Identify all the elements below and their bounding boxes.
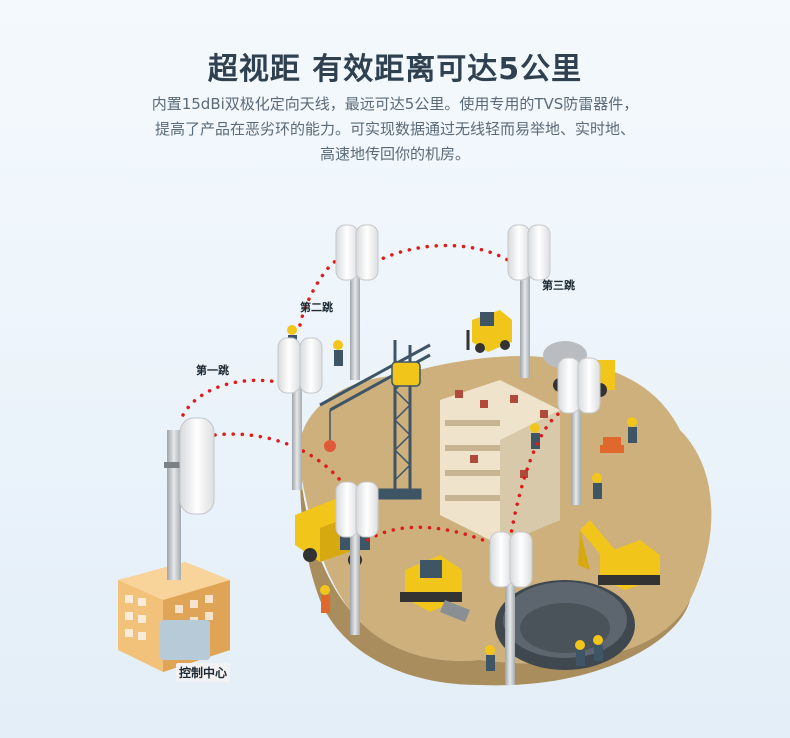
cpe-pole-hop-3 bbox=[507, 224, 551, 378]
pole-icon bbox=[505, 550, 515, 685]
outdoor-cpe-icon bbox=[335, 481, 359, 538]
pole-icon bbox=[350, 240, 360, 380]
pole-icon bbox=[520, 240, 530, 378]
link-hop-1a bbox=[181, 378, 285, 417]
outdoor-cpe-icon bbox=[509, 531, 533, 588]
crane-cab-icon bbox=[391, 361, 421, 387]
cpe-pole-site-a bbox=[335, 481, 379, 635]
outdoor-cpe-icon bbox=[557, 357, 581, 414]
cpe-pole-site-b bbox=[489, 531, 533, 685]
description-line-1: 内置15dBi双极化定向天线，最远可达5公里。使用专用的TVS防雷器件， bbox=[151, 95, 639, 113]
pole-icon bbox=[571, 370, 581, 505]
outdoor-cpe-icon bbox=[179, 417, 215, 515]
brick-pile-icon bbox=[600, 437, 624, 453]
pole-icon bbox=[350, 500, 360, 635]
excavator-icon bbox=[578, 520, 660, 590]
outdoor-cpe-icon bbox=[355, 224, 379, 281]
pole-icon bbox=[292, 350, 302, 490]
hop-label-3: 第三跳 bbox=[542, 279, 575, 292]
outdoor-cpe-icon bbox=[527, 224, 551, 281]
link-hop-2b bbox=[373, 243, 517, 267]
wireless-link-paths bbox=[181, 243, 567, 547]
outdoor-cpe-icon bbox=[277, 337, 301, 394]
cpe-pole-site-c bbox=[557, 357, 601, 505]
description-line-2: 提高了产品在恶劣环的能力。可实现数据通过无线轻而易举地、实时地、 bbox=[154, 120, 635, 138]
outdoor-cpe-icon bbox=[577, 357, 601, 414]
building-under-construction-icon bbox=[440, 380, 560, 545]
hop-label-2: 第二跳 bbox=[300, 301, 333, 314]
control-center-building-icon bbox=[118, 562, 230, 672]
description: 内置15dBi双极化定向天线，最远可达5公里。使用专用的TVS防雷器件， 提高了… bbox=[95, 92, 695, 167]
hop-label-1: 第一跳 bbox=[196, 364, 229, 377]
outdoor-cpe-icon bbox=[299, 337, 323, 394]
outdoor-cpe-icon bbox=[507, 224, 531, 281]
excavation-pit-icon bbox=[495, 580, 635, 670]
link-hop-2 bbox=[298, 256, 347, 327]
page-title: 超视距 有效距离可达5公里 bbox=[207, 52, 583, 87]
outdoor-cpe-icon bbox=[355, 481, 379, 538]
control-center-label: 控制中心 bbox=[176, 663, 231, 682]
description-line-3: 高速地传回你的机房。 bbox=[319, 145, 470, 163]
forklift-icon bbox=[466, 310, 512, 353]
bulldozer-icon bbox=[400, 555, 470, 622]
crane-hook-icon bbox=[324, 440, 336, 452]
cpe-pole-control-center bbox=[164, 417, 215, 580]
cpe-pole-hop-1 bbox=[277, 337, 323, 490]
outdoor-cpe-icon bbox=[335, 224, 359, 281]
cpe-pole-hop-2 bbox=[335, 224, 379, 380]
outdoor-cpe-icon bbox=[489, 531, 513, 588]
pole-icon bbox=[167, 430, 181, 580]
